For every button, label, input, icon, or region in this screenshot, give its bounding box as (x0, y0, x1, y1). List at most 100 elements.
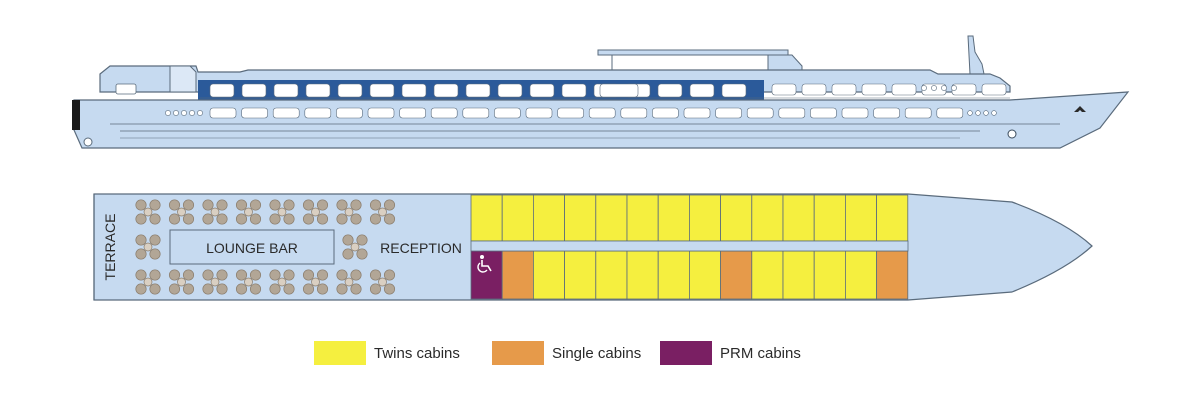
porthole (951, 85, 957, 91)
mast (967, 35, 985, 75)
lounge-table (342, 234, 368, 260)
window (683, 107, 711, 119)
cabin-twin (876, 194, 909, 242)
lounge-table (302, 199, 329, 225)
window (241, 83, 267, 98)
cabin-twin (813, 250, 846, 300)
portholes (165, 85, 997, 116)
cabin-twin (751, 194, 784, 242)
window (810, 107, 837, 119)
window (778, 107, 806, 119)
window (494, 107, 521, 119)
window (273, 83, 299, 98)
porthole (941, 85, 947, 91)
legend-twin-label: Twins cabins (374, 344, 460, 362)
window (337, 83, 363, 98)
cabin-twin (657, 194, 690, 242)
cabin-twin (564, 250, 597, 300)
lounge-table (135, 234, 161, 260)
lounge-table (369, 199, 396, 225)
lounge-table (336, 199, 362, 225)
window (305, 83, 331, 98)
window (430, 107, 458, 119)
window (304, 107, 332, 119)
lounge-table (202, 269, 228, 295)
lounge-tables (135, 199, 396, 295)
legend-twin: Twins cabins (314, 340, 460, 366)
sun-deck-canopy (597, 49, 789, 56)
window (771, 83, 797, 96)
cabin-twin (501, 194, 534, 242)
window (746, 107, 774, 119)
window (367, 107, 395, 119)
porthole (173, 110, 179, 116)
corridor (470, 240, 909, 252)
porthole (931, 85, 937, 91)
ship-side-view (72, 35, 1130, 149)
porthole (197, 110, 203, 116)
window (861, 83, 887, 96)
window (272, 107, 300, 119)
window (465, 83, 491, 98)
window (904, 107, 932, 119)
twin-swatch (314, 341, 366, 365)
lounge-table (168, 269, 195, 295)
window (652, 107, 679, 119)
window (369, 83, 395, 98)
window (689, 83, 715, 98)
cabin-twin (595, 250, 628, 300)
lounge-table (235, 269, 262, 295)
window (209, 83, 235, 98)
deck-plan: TERRACE LOUNGE BAR RECEPTION (93, 193, 1093, 301)
porthole (967, 110, 973, 116)
porthole (983, 110, 989, 116)
cabin-twin (845, 194, 878, 242)
single-swatch (492, 341, 544, 365)
wheelhouse (767, 54, 803, 73)
window (721, 83, 747, 98)
hull (73, 91, 1130, 149)
cabin-twin (845, 250, 878, 300)
lounge-table (302, 269, 329, 295)
lounge-table (135, 199, 161, 225)
window (657, 83, 683, 98)
legend-prm: PRM cabins (660, 340, 801, 366)
cabin-block (470, 194, 909, 300)
window (801, 83, 827, 96)
cabin-twin (470, 194, 503, 242)
window (620, 107, 648, 119)
cabin-prm (470, 250, 503, 300)
porthole (991, 110, 997, 116)
porthole (975, 110, 981, 116)
window (599, 83, 639, 98)
cabin-single (501, 250, 534, 300)
cabin-twin (720, 194, 753, 242)
prm-swatch (660, 341, 712, 365)
lounge-bar-label: LOUNGE BAR (206, 240, 298, 256)
window (529, 83, 555, 98)
lounge-table (269, 269, 295, 295)
reception-label: RECEPTION (380, 240, 462, 256)
porthole (189, 110, 195, 116)
cabin-twin (626, 194, 659, 242)
lounge-table (202, 199, 228, 225)
lounge-table (336, 269, 362, 295)
wheelchair-icon (477, 255, 492, 273)
window (241, 107, 268, 119)
porthole (921, 85, 927, 91)
cabin-single (876, 250, 909, 300)
legend-single-label: Single cabins (552, 344, 642, 362)
window (936, 107, 964, 119)
window (462, 107, 490, 119)
window (891, 83, 917, 96)
porthole (165, 110, 171, 116)
legend-prm-label: PRM cabins (720, 344, 801, 362)
cabin-twin (689, 250, 722, 300)
cabin-twin (564, 194, 597, 242)
lounge-table (235, 199, 262, 225)
lounge-bar-counter (169, 229, 335, 265)
cabin-twin (657, 250, 690, 300)
lounge-table (369, 269, 396, 295)
cabin-twin (689, 194, 722, 242)
